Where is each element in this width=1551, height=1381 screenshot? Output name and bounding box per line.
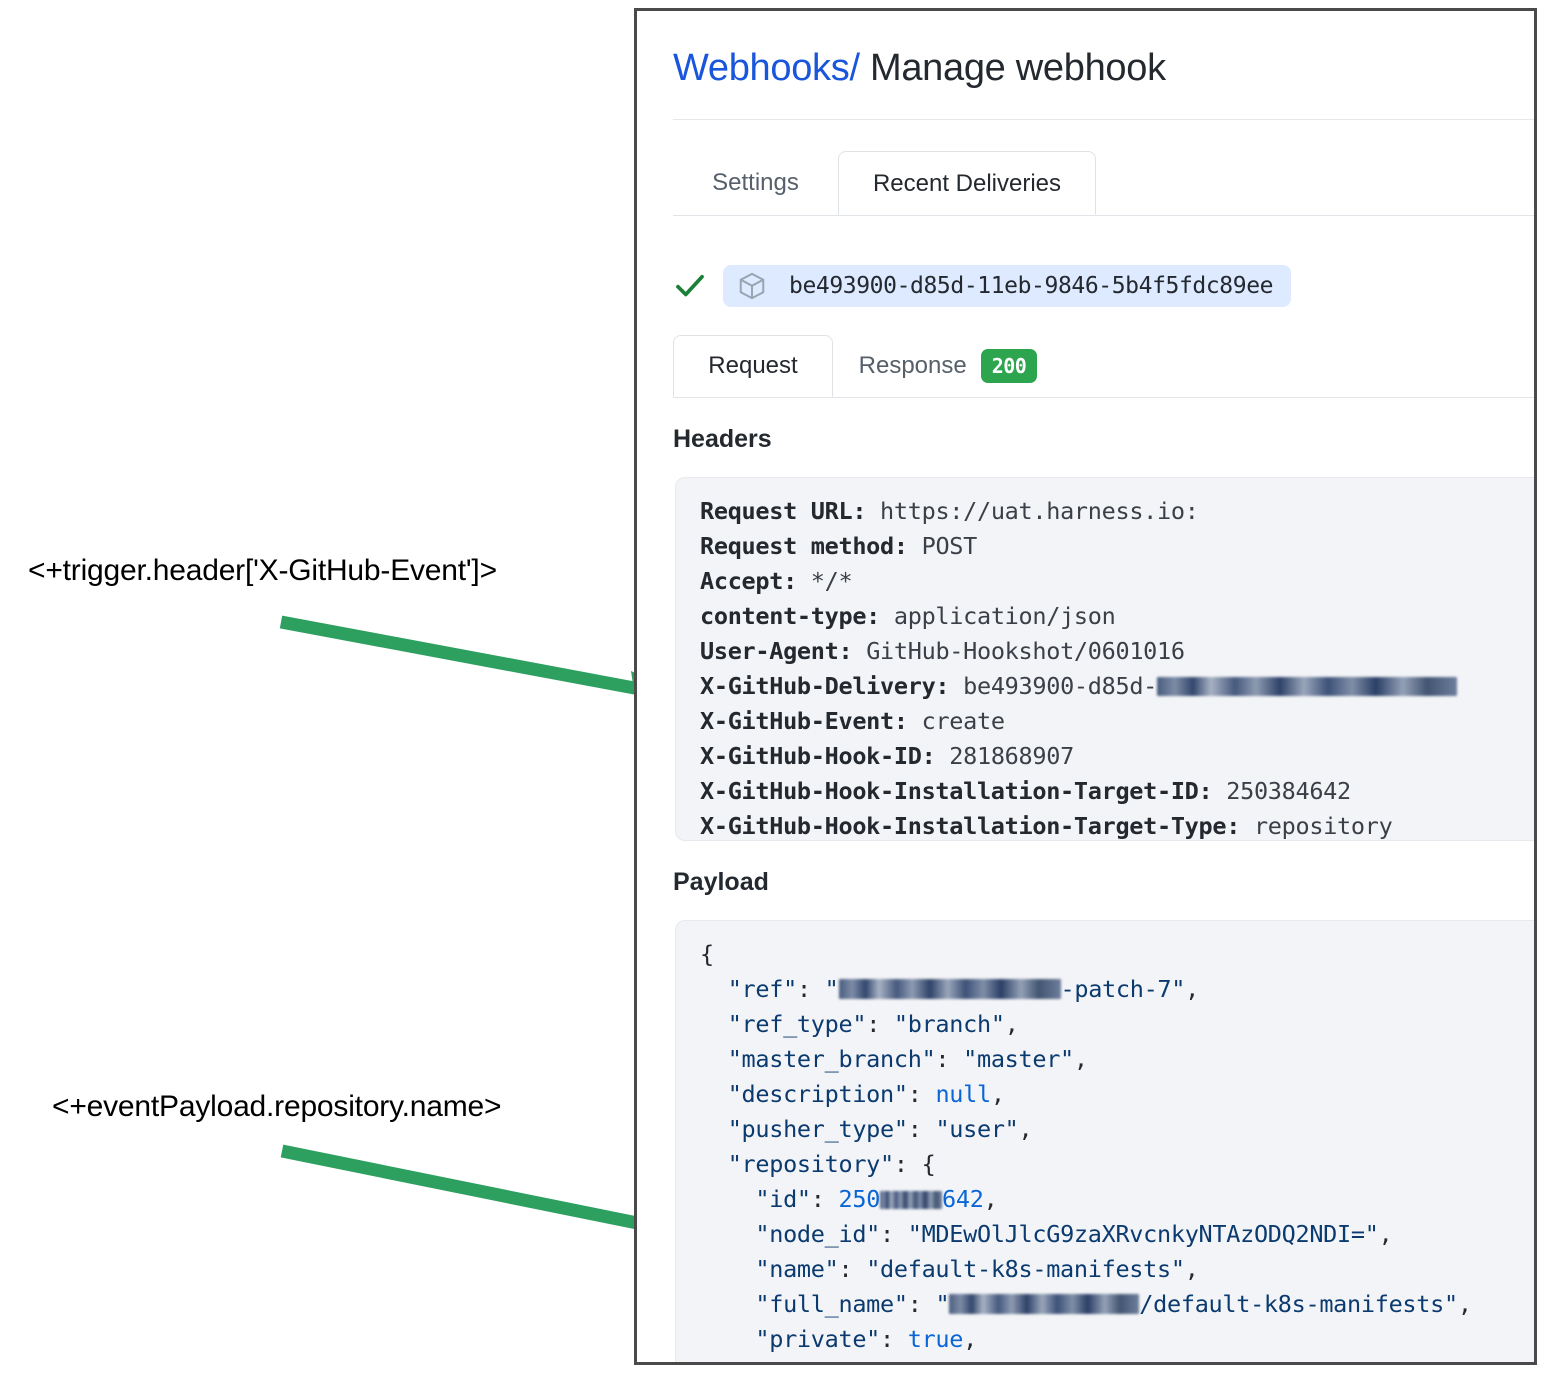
payload-line: "node_id": "MDEwOlJlcG9zaXRvcnkyNTAzODQ2… [700, 1220, 1393, 1248]
header-line: X-GitHub-Hook-ID: 281868907 [700, 742, 1074, 770]
payload-line: "name": "default-k8s-manifests", [700, 1255, 1199, 1283]
title-divider [673, 119, 1534, 120]
payload-code-box: { "ref": "-patch-7", "ref_type": "branch… [675, 920, 1534, 1362]
section-label-payload: Payload [673, 868, 769, 896]
payload-line: "master_branch": "master", [700, 1045, 1088, 1073]
payload-line: "description": null, [700, 1080, 1005, 1108]
payload-line: "owner": { [700, 1357, 1534, 1362]
annotation-event-payload-repository-name: <+eventPayload.repository.name> [52, 1090, 502, 1123]
header-line: X-GitHub-Hook-Installation-Target-Type: … [700, 812, 1393, 840]
tab-response-label: Response [858, 352, 967, 379]
subtabbar-divider [673, 397, 1534, 398]
header-line: content-type: application/json [700, 602, 1116, 630]
tab-response[interactable]: Response 200 [833, 335, 1063, 397]
redacted-block [1157, 677, 1458, 696]
arrow-to-x-github-event [279, 615, 688, 711]
request-response-tabbar: Request Response 200 [673, 335, 1534, 397]
breadcrumb-separator: / [849, 47, 860, 89]
status-badge: 200 [980, 349, 1038, 383]
breadcrumb-current: Manage webhook [869, 47, 1166, 89]
header-line: User-Agent: GitHub-Hookshot/0601016 [700, 637, 1185, 665]
payload-line-redacted: "full_name": "/default-k8s-manifests", [700, 1290, 1472, 1318]
delivery-row[interactable]: be493900-d85d-11eb-9846-5b4f5fdc89ee [673, 257, 1292, 315]
cube-icon [739, 272, 765, 300]
check-icon [676, 274, 704, 297]
payload-line: "repository": { [700, 1150, 936, 1178]
payload-line-redacted: "ref": "-patch-7", [700, 975, 1200, 1003]
tab-recent-deliveries[interactable]: Recent Deliveries [838, 151, 1096, 215]
payload-line: { [700, 940, 714, 968]
github-webhook-panel: Webhooks/ Manage webhook Settings Recent… [634, 8, 1537, 1365]
redacted-block [880, 1191, 943, 1209]
tab-request[interactable]: Request [673, 335, 833, 397]
payload-line: "pusher_type": "user", [700, 1115, 1033, 1143]
redacted-block [838, 979, 1061, 999]
header-line: X-GitHub-Hook-Installation-Target-ID: 25… [700, 777, 1351, 805]
payload-line: "ref_type": "branch", [700, 1010, 1019, 1038]
annotation-trigger-header: <+trigger.header['X-GitHub-Event']> [28, 554, 497, 587]
delivery-id-text: be493900-d85d-11eb-9846-5b4f5fdc89ee [789, 273, 1274, 299]
header-line: X-GitHub-Event: create [700, 707, 1005, 735]
tab-settings[interactable]: Settings [712, 169, 799, 196]
section-label-headers: Headers [673, 425, 772, 453]
header-line: Accept: */* [700, 567, 853, 595]
page-title: Webhooks/ Manage webhook [673, 47, 1166, 90]
header-line: Request URL: https://uat.harness.io: [700, 497, 1199, 525]
breadcrumb-link-webhooks[interactable]: Webhooks [673, 47, 850, 89]
payload-line: "private": true, [700, 1325, 977, 1353]
tabbar-divider [673, 215, 1534, 216]
redacted-block [949, 1294, 1140, 1314]
header-line-redacted: X-GitHub-Delivery: be493900-d85d- [700, 669, 1534, 704]
header-line: Request method: POST [700, 532, 977, 560]
delivery-chip[interactable]: be493900-d85d-11eb-9846-5b4f5fdc89ee [723, 265, 1292, 307]
primary-tabbar: Settings Recent Deliveries [673, 151, 1534, 215]
headers-code-box: Request URL: https://uat.harness.io: Req… [675, 477, 1534, 841]
